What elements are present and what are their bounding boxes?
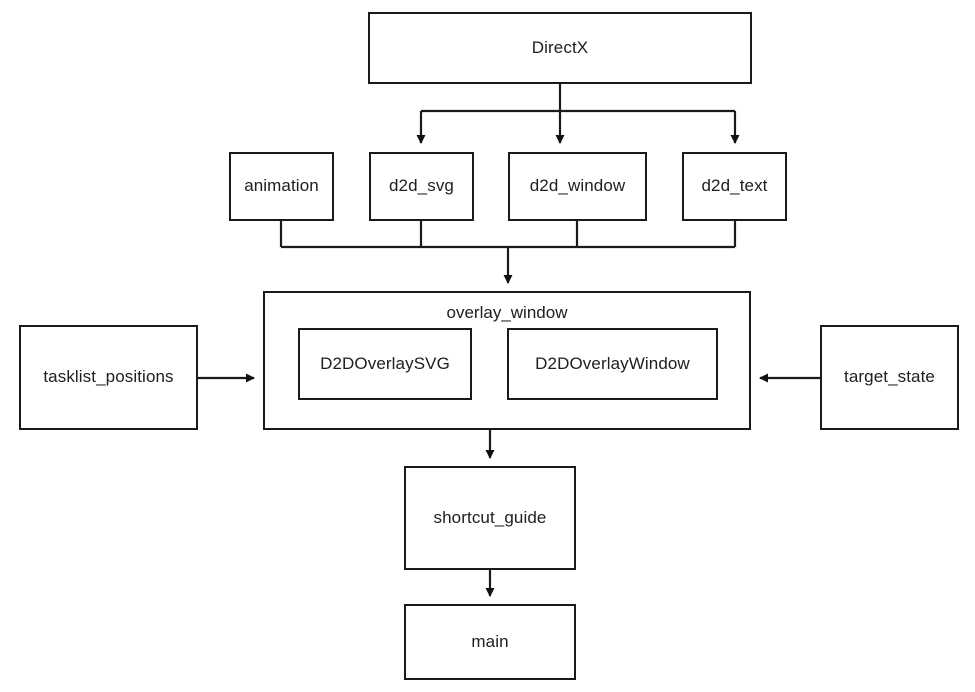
node-main-label: main [471, 631, 509, 651]
node-directx[interactable]: DirectX [368, 12, 752, 84]
cluster-overlay-window-label: overlay_window [446, 303, 568, 322]
node-d2doverlaysvg-label: D2DOverlaySVG [320, 353, 450, 373]
node-d2d-svg[interactable]: d2d_svg [369, 152, 474, 221]
node-d2d-window[interactable]: d2d_window [508, 152, 647, 221]
node-main[interactable]: main [404, 604, 576, 680]
node-d2doverlaywindow[interactable]: D2DOverlayWindow [507, 328, 718, 400]
node-target-state-label: target_state [844, 367, 935, 387]
node-d2d-text-label: d2d_text [701, 176, 768, 196]
node-d2doverlaywindow-label: D2DOverlayWindow [535, 353, 690, 373]
node-tasklist-positions-label: tasklist_positions [43, 367, 174, 387]
node-animation-label: animation [244, 176, 319, 196]
node-d2d-svg-label: d2d_svg [389, 176, 454, 196]
node-directx-label: DirectX [531, 37, 589, 57]
node-d2doverlaysvg[interactable]: D2DOverlaySVG [298, 328, 472, 400]
node-tasklist-positions[interactable]: tasklist_positions [19, 325, 198, 430]
node-shortcut-guide-label: shortcut_guide [433, 507, 547, 527]
node-shortcut-guide[interactable]: shortcut_guide [404, 466, 576, 570]
node-target-state[interactable]: target_state [820, 325, 959, 430]
node-d2d-window-label: d2d_window [529, 176, 626, 196]
node-d2d-text[interactable]: d2d_text [682, 152, 787, 221]
node-animation[interactable]: animation [229, 152, 334, 221]
